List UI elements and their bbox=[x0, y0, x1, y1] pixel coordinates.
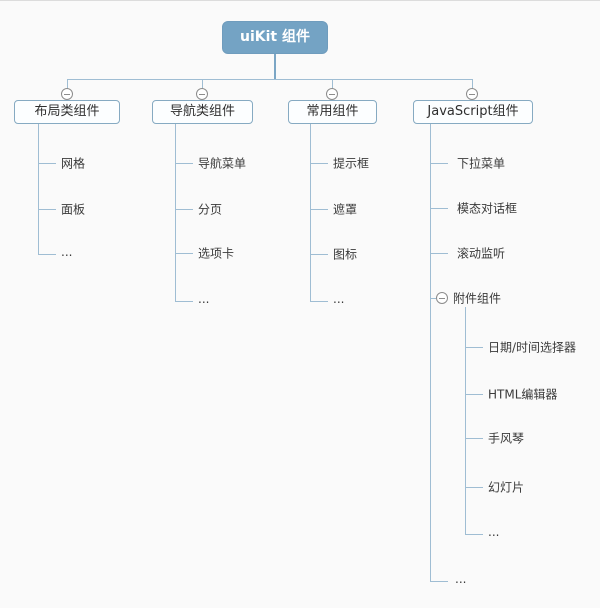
leaf-node[interactable]: 手风琴 bbox=[488, 431, 525, 446]
connector-line bbox=[332, 80, 333, 89]
leaf-node[interactable]: 面板 bbox=[61, 202, 86, 217]
collapse-minus-icon[interactable] bbox=[61, 88, 73, 100]
connector-line bbox=[430, 208, 448, 209]
leaf-node[interactable]: 网格 bbox=[61, 156, 86, 171]
connector-line bbox=[38, 163, 56, 164]
leaf-node[interactable]: 提示框 bbox=[333, 156, 370, 171]
leaf-node[interactable]: 滚动监听 bbox=[457, 246, 506, 261]
collapse-minus-icon[interactable] bbox=[196, 88, 208, 100]
collapse-minus-icon[interactable] bbox=[326, 88, 338, 100]
leaf-node[interactable]: 日期/时间选择器 bbox=[488, 340, 577, 355]
connector-line bbox=[38, 209, 56, 210]
leaf-node[interactable]: 下拉菜单 bbox=[457, 156, 506, 171]
connector-line bbox=[430, 581, 448, 582]
subgroup-node-attachment[interactable]: 附件组件 bbox=[453, 291, 502, 306]
leaf-node[interactable]: ... bbox=[61, 245, 73, 259]
connector-line bbox=[465, 394, 483, 395]
connector-line bbox=[430, 163, 448, 164]
branch-node-common[interactable]: 常用组件 bbox=[288, 100, 377, 124]
connector-line bbox=[38, 124, 39, 254]
connector-line bbox=[175, 253, 193, 254]
connector-line bbox=[430, 253, 448, 254]
connector-line bbox=[202, 80, 203, 89]
connector-line bbox=[465, 487, 483, 488]
branch-node-javascript[interactable]: JavaScript组件 bbox=[413, 100, 533, 124]
connector-line bbox=[472, 80, 473, 89]
collapse-minus-icon[interactable] bbox=[436, 292, 448, 304]
leaf-node[interactable]: ... bbox=[333, 292, 345, 306]
connector-line bbox=[465, 307, 466, 534]
leaf-node[interactable]: ... bbox=[488, 525, 500, 539]
connector-line bbox=[465, 438, 483, 439]
connector-line bbox=[38, 254, 56, 255]
connector-line bbox=[310, 301, 328, 302]
leaf-node[interactable]: ... bbox=[198, 292, 210, 306]
leaf-node[interactable]: 选项卡 bbox=[198, 246, 235, 261]
connector-line bbox=[175, 163, 193, 164]
branch-node-layout[interactable]: 布局类组件 bbox=[14, 100, 120, 124]
connector-line bbox=[67, 79, 473, 80]
connector-line bbox=[310, 163, 328, 164]
leaf-node[interactable]: 遮罩 bbox=[333, 202, 358, 217]
connector-line bbox=[67, 80, 68, 89]
connector-line bbox=[274, 54, 276, 80]
connector-line bbox=[175, 209, 193, 210]
connector-line bbox=[430, 298, 436, 299]
connector-line bbox=[465, 534, 483, 535]
leaf-node[interactable]: 幻灯片 bbox=[488, 480, 525, 495]
connector-line bbox=[465, 347, 483, 348]
collapse-minus-icon[interactable] bbox=[466, 88, 478, 100]
leaf-node[interactable]: 模态对话框 bbox=[457, 201, 518, 216]
connector-line bbox=[310, 254, 328, 255]
branch-node-navigation[interactable]: 导航类组件 bbox=[152, 100, 253, 124]
leaf-node[interactable]: HTML编辑器 bbox=[488, 387, 558, 402]
leaf-node[interactable]: 分页 bbox=[198, 202, 223, 217]
leaf-node[interactable]: ... bbox=[455, 572, 467, 586]
leaf-node[interactable]: 导航菜单 bbox=[198, 156, 247, 171]
mindmap-root-node[interactable]: uiKit 组件 bbox=[222, 21, 328, 54]
connector-line bbox=[310, 124, 311, 301]
connector-line bbox=[175, 301, 193, 302]
leaf-node[interactable]: 图标 bbox=[333, 247, 358, 262]
connector-line bbox=[175, 124, 176, 301]
connector-line bbox=[310, 209, 328, 210]
connector-line bbox=[430, 124, 431, 581]
